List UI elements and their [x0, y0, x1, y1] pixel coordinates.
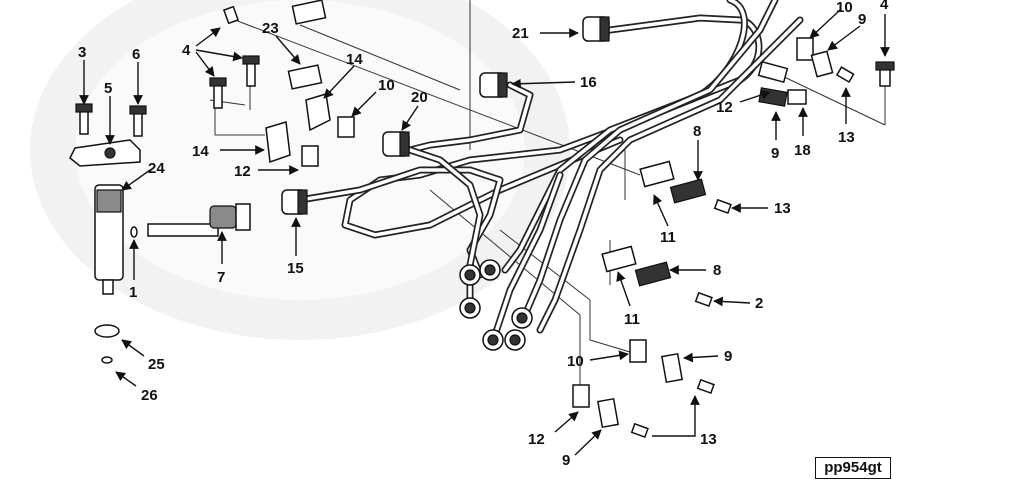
callout-11a: 11	[660, 229, 676, 246]
callout-14b: 14	[192, 143, 209, 160]
clamps-brackets	[265, 0, 834, 429]
callout-24: 24	[148, 160, 165, 177]
line-fittings	[281, 16, 610, 351]
callout-16: 16	[580, 74, 597, 91]
callout-11b: 11	[624, 311, 640, 328]
callout-15: 15	[287, 260, 304, 277]
leader-arrows	[79, 9, 890, 456]
bolts	[75, 5, 895, 439]
callout-5: 5	[104, 80, 112, 97]
callout-13a: 13	[838, 129, 855, 146]
callout-13c: 13	[700, 431, 717, 448]
callout-20: 20	[411, 89, 428, 106]
callout-18: 18	[794, 142, 811, 159]
callout-25: 25	[148, 356, 165, 373]
callout-4b: 4	[880, 0, 889, 13]
callout-9c: 9	[724, 348, 732, 365]
callout-2: 2	[755, 295, 763, 312]
callout-12b: 12	[716, 99, 733, 116]
callout-23: 23	[262, 20, 279, 37]
callout-26: 26	[141, 387, 158, 404]
fitting-21	[582, 16, 610, 42]
callout-1: 1	[129, 284, 137, 301]
callout-12c: 12	[528, 431, 545, 448]
callout-6: 6	[132, 46, 140, 63]
callout-4a: 4	[182, 42, 191, 59]
callout-13b: 13	[774, 200, 791, 217]
callout-7: 7	[217, 269, 225, 286]
callout-8a: 8	[693, 123, 701, 140]
fitting-20	[382, 131, 410, 157]
callout-12a: 12	[234, 163, 251, 180]
injector-assembly	[69, 139, 251, 364]
callout-14a: 14	[346, 51, 363, 68]
callout-21: 21	[512, 25, 529, 42]
callout-9a: 9	[858, 11, 866, 28]
callout-3: 3	[78, 44, 86, 61]
callout-8b: 8	[713, 262, 721, 279]
callout-10a: 10	[378, 77, 395, 94]
callout-labels: 3 6 5 4 23 14 10 20 14 12 24 21 16 10 4 …	[78, 0, 889, 469]
callout-9d: 9	[562, 452, 570, 469]
fitting-16	[479, 72, 508, 98]
figure-code-label: pp954gt	[815, 457, 891, 479]
callout-9b: 9	[771, 145, 779, 162]
fitting-15	[281, 189, 308, 215]
fuel-line-harness	[296, 0, 804, 339]
callout-10c: 10	[567, 353, 584, 370]
callout-10b: 10	[836, 0, 853, 16]
